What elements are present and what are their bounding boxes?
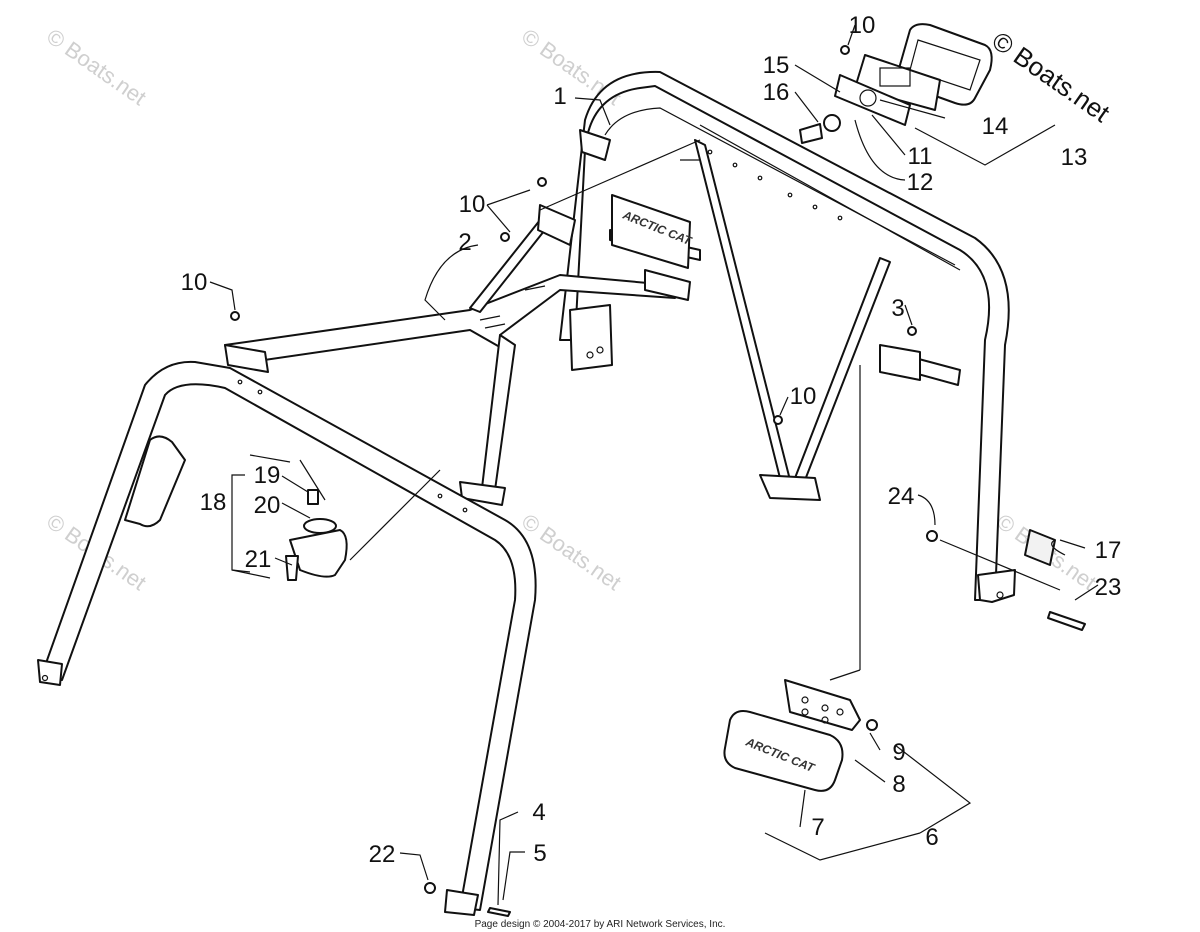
- callout-12: 12: [907, 169, 934, 196]
- rear-roll-bar: [559, 70, 1016, 603]
- callout-21: 21: [245, 546, 272, 573]
- callout-14: 14: [982, 113, 1009, 140]
- callout-2: 2: [458, 229, 471, 256]
- rear-logo-pad: ARCTIC CAT: [611, 194, 695, 269]
- front-roll-bar: [37, 360, 537, 916]
- callout-10-brace: 10: [459, 191, 486, 218]
- logo-pad-assembly: ARCTIC CAT: [723, 679, 878, 792]
- callout-23: 23: [1095, 574, 1122, 601]
- mirror-assembly: [231, 454, 348, 581]
- callout-3: 3: [891, 295, 904, 322]
- callout-1: 1: [553, 83, 566, 110]
- callout-20: 20: [254, 492, 281, 519]
- callout-17: 17: [1095, 537, 1122, 564]
- callout-22: 22: [369, 841, 396, 868]
- fasteners: [230, 45, 1086, 917]
- callout-18: 18: [200, 489, 227, 516]
- footer-copyright: Page design © 2004-2017 by ARI Network S…: [475, 919, 726, 930]
- watermark: © Boats.net: [42, 24, 151, 111]
- guide-lines: [299, 139, 1061, 681]
- callout-5: 5: [533, 840, 546, 867]
- callout-19: 19: [254, 462, 281, 489]
- callout-10-top: 10: [849, 12, 876, 39]
- callout-10-left: 10: [181, 269, 208, 296]
- callout-24: 24: [888, 483, 915, 510]
- callout-numbers: 1 2 3 4 5 6 7 8 9 10 10 10 10 11 12 13 1…: [181, 12, 1122, 868]
- callout-15: 15: [763, 52, 790, 79]
- callout-8: 8: [892, 771, 905, 798]
- callout-13: 13: [1061, 144, 1088, 171]
- tail-light-assembly: [799, 23, 993, 144]
- callout-10-mid: 10: [790, 383, 817, 410]
- callout-7: 7: [811, 814, 824, 841]
- callout-9: 9: [892, 739, 905, 766]
- callout-16: 16: [763, 79, 790, 106]
- callout-11: 11: [908, 143, 933, 170]
- callout-6: 6: [925, 824, 938, 851]
- x-brace: [224, 204, 691, 506]
- leader-lines: [209, 24, 1099, 906]
- callout-4: 4: [532, 799, 545, 826]
